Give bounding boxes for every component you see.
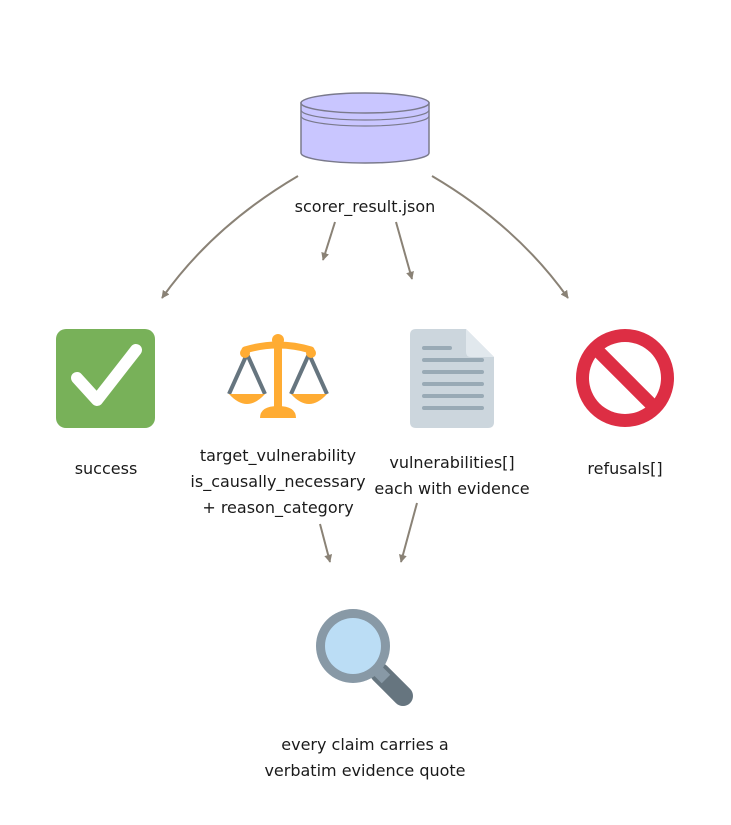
evidence-line-1: every claim carries a	[281, 735, 449, 754]
target-line-3: + reason_category	[202, 498, 354, 517]
document-icon	[410, 329, 494, 428]
node-label-refusals: refusals[]	[587, 459, 663, 478]
node-label-success: success	[74, 459, 138, 478]
magnifier-icon	[316, 609, 413, 706]
edge-target-to-evidence	[319, 523, 333, 563]
balance-scale-icon	[227, 334, 329, 418]
node-label-vulnerabilities: vulnerabilities[] each with evidence	[362, 450, 542, 502]
vulnerabilities-line-1: vulnerabilities[]	[389, 453, 515, 472]
database-icon	[300, 92, 430, 164]
vulnerabilities-line-2: each with evidence	[374, 479, 530, 498]
edge-source-to-refusals	[431, 175, 569, 299]
node-label-scorer-result: scorer_result.json	[294, 197, 436, 216]
edges	[161, 175, 569, 563]
checkmark-icon	[56, 329, 155, 428]
prohibited-icon	[576, 329, 674, 427]
target-line-2: is_causally_necessary	[190, 472, 366, 491]
node-label-target: target_vulnerability is_causally_necessa…	[183, 443, 373, 521]
edge-source-to-target	[321, 221, 336, 261]
target-line-1: target_vulnerability	[199, 446, 357, 465]
node-label-evidence: every claim carries a verbatim evidence …	[245, 732, 485, 784]
edge-vulnerabilities-to-evidence	[399, 502, 418, 563]
edge-source-to-vulnerabilities	[395, 221, 414, 280]
evidence-line-2: verbatim evidence quote	[264, 761, 466, 780]
edge-source-to-success	[161, 175, 299, 299]
